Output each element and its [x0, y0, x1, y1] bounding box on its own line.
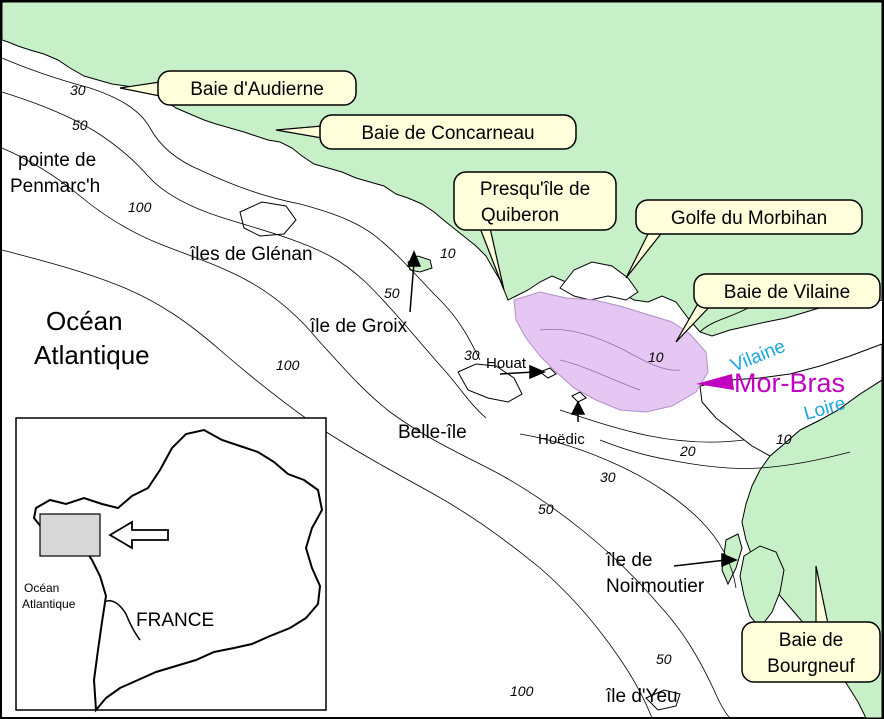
label-penmarch-line2: Penmarc'h: [10, 176, 100, 197]
callout-box-bourgneuf: [741, 621, 881, 683]
depth-label: 10: [648, 349, 664, 365]
label-yeu: île d'Yeu: [605, 686, 678, 707]
depth-label: 100: [128, 199, 152, 215]
label-ocean-line2: Atlantique: [34, 340, 150, 370]
callout-box-vilaine: [693, 273, 881, 309]
callout-quiberon-line1: Presqu'île de: [480, 179, 590, 200]
depth-label: 50: [538, 501, 554, 517]
label-ocean-line1: Océan: [46, 306, 123, 336]
callout-box-audierne: [157, 70, 357, 106]
label-hoedic: Hoëdic: [538, 431, 585, 448]
inset-map: Océan Atlantique FRANCE: [15, 417, 327, 713]
island-hoedic: [571, 391, 587, 403]
callout-box-quiberon: [453, 171, 617, 231]
loire-estuary: [699, 343, 883, 457]
pointer-arrows: [406, 250, 738, 568]
depth-label: 50: [72, 117, 88, 133]
inset-label-ocean-line1: Océan: [24, 581, 59, 595]
mor-bras-zone: [513, 291, 709, 413]
land-bourgneuf: [739, 545, 785, 629]
callout-vilaine-bay: Baie de Vilaine: [724, 282, 850, 303]
morbihan-gulf: [559, 261, 639, 301]
inset-arrow-icon: [108, 520, 169, 550]
depth-label: 100: [276, 357, 300, 373]
mor-bras-arrow: [696, 374, 734, 390]
depth-label: 10: [776, 431, 792, 447]
label-belle-ile: Belle-île: [398, 422, 467, 443]
inset-river-line: [103, 600, 141, 641]
callout-box-concarneau: [319, 114, 577, 150]
mor-bras-inner-contour: [539, 328, 681, 391]
depth-label: 30: [70, 82, 86, 98]
inset-france-outline: [32, 428, 324, 713]
depth-label: 10: [440, 245, 456, 261]
callout-morbihan: Golfe du Morbihan: [671, 208, 827, 229]
label-glenan: îles de Glénan: [189, 244, 313, 265]
depth-label: 30: [600, 469, 616, 485]
depth-contours: [1, 57, 851, 719]
callout-bourgneuf-line1: Baie de: [779, 630, 843, 651]
label-noirmoutier-line1: île de: [605, 550, 652, 571]
callout-audierne: Baie d'Audierne: [190, 79, 324, 100]
label-penmarch-line1: pointe de: [18, 150, 96, 171]
label-mor-bras: Mor-Bras: [734, 368, 845, 398]
depth-label: 30: [464, 347, 480, 363]
label-groix: île de Groix: [309, 316, 408, 337]
depth-label: 100: [510, 683, 534, 699]
label-houat: Houat: [486, 355, 527, 372]
label-noirmoutier-line2: Noirmoutier: [606, 576, 705, 597]
depth-label: 50: [656, 651, 672, 667]
depth-label: 50: [384, 285, 400, 301]
callout-box-morbihan: [635, 199, 863, 235]
inset-label-ocean-line2: Atlantique: [22, 597, 76, 611]
depth-label: 20: [679, 443, 696, 459]
island-houat: [538, 367, 557, 379]
island-yeu: [645, 689, 681, 711]
inset-label-france: FRANCE: [136, 610, 214, 631]
callout-bourgneuf-line2: Bourgneuf: [767, 656, 855, 677]
callout-quiberon-line2: Quiberon: [481, 205, 559, 226]
inset-study-area: [39, 513, 101, 557]
callout-concarneau: Baie de Concarneau: [361, 123, 534, 144]
